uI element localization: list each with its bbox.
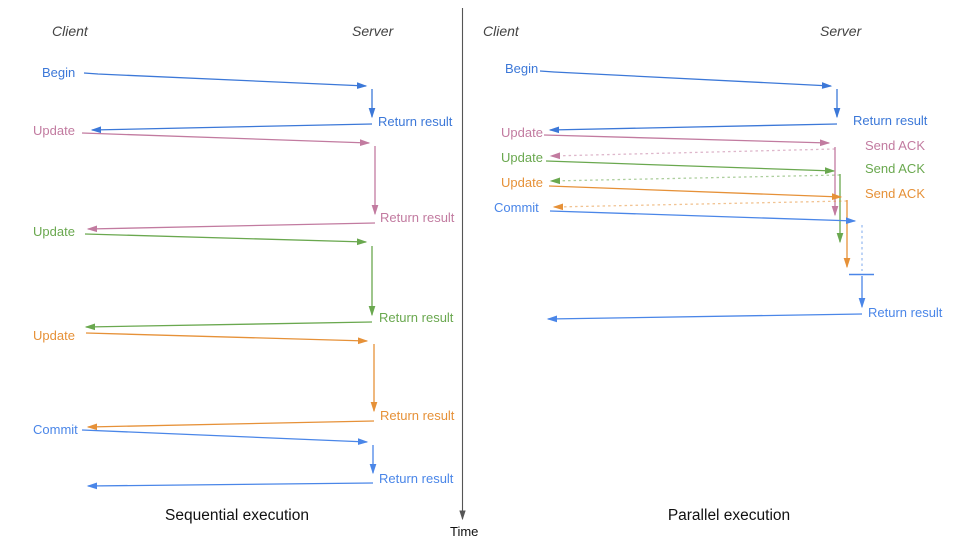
left-commit-request-arrow (81, 429, 369, 445)
left-commit-label: Commit (33, 422, 78, 437)
right-begin-response-label: Return result (853, 113, 928, 128)
left-update1-response-label: Return result (380, 210, 455, 225)
left-update1-label: Update (33, 123, 75, 138)
right-update3-label: Update (501, 175, 543, 190)
left-update2-return-arrow (84, 321, 373, 331)
right-commit-label: Commit (494, 200, 539, 215)
right-update2-request-arrow (545, 160, 836, 175)
right-update3-request-arrow (548, 185, 843, 201)
right-update3-ack-arrow (552, 200, 848, 211)
left-begin-label: Begin (42, 65, 75, 80)
right-update1-response-label: Send ACK (865, 138, 925, 153)
left-update3-label: Update (33, 328, 75, 343)
right-server-header: Server (820, 23, 863, 39)
right-update2-ack-arrow (549, 174, 841, 185)
right-client-header: Client (483, 23, 520, 39)
left-update3-return-arrow (86, 420, 375, 431)
left-client-header: Client (52, 23, 89, 39)
left-begin-response-label: Return result (378, 114, 453, 129)
right-begin-request-arrow (539, 70, 833, 89)
parallel-panel: Client Server Begin Return result Update… (483, 23, 943, 524)
right-commit-response-label: Return result (868, 305, 943, 320)
right-update1-request-arrow (543, 134, 831, 147)
left-update3-response-label: Return result (380, 408, 455, 423)
left-begin-request-arrow (83, 72, 368, 89)
right-commit-request-arrow (549, 210, 857, 225)
left-update1-return-arrow (86, 222, 376, 233)
left-server-header: Server (352, 23, 395, 39)
right-begin-label: Begin (505, 61, 538, 76)
left-commit-response-label: Return result (379, 471, 454, 486)
sequential-panel: Client Server Begin Return result Update… (33, 23, 455, 524)
left-update2-label: Update (33, 224, 75, 239)
right-update3-response-label: Send ACK (865, 186, 925, 201)
sequential-title: Sequential execution (165, 507, 309, 524)
right-update2-response-label: Send ACK (865, 161, 925, 176)
right-update2-label: Update (501, 150, 543, 165)
right-update1-ack-arrow (549, 148, 836, 160)
left-update3-request-arrow (85, 332, 369, 345)
left-update2-response-label: Return result (379, 310, 454, 325)
left-update1-request-arrow (81, 132, 371, 147)
right-commit-return-arrow (546, 313, 863, 323)
left-update2-request-arrow (84, 233, 368, 246)
left-begin-return-arrow (90, 123, 373, 134)
parallel-title: Parallel execution (668, 507, 790, 524)
right-begin-return-arrow (548, 123, 838, 134)
time-axis-label: Time (450, 524, 478, 539)
left-commit-return-arrow (86, 482, 374, 490)
right-update1-label: Update (501, 125, 543, 140)
